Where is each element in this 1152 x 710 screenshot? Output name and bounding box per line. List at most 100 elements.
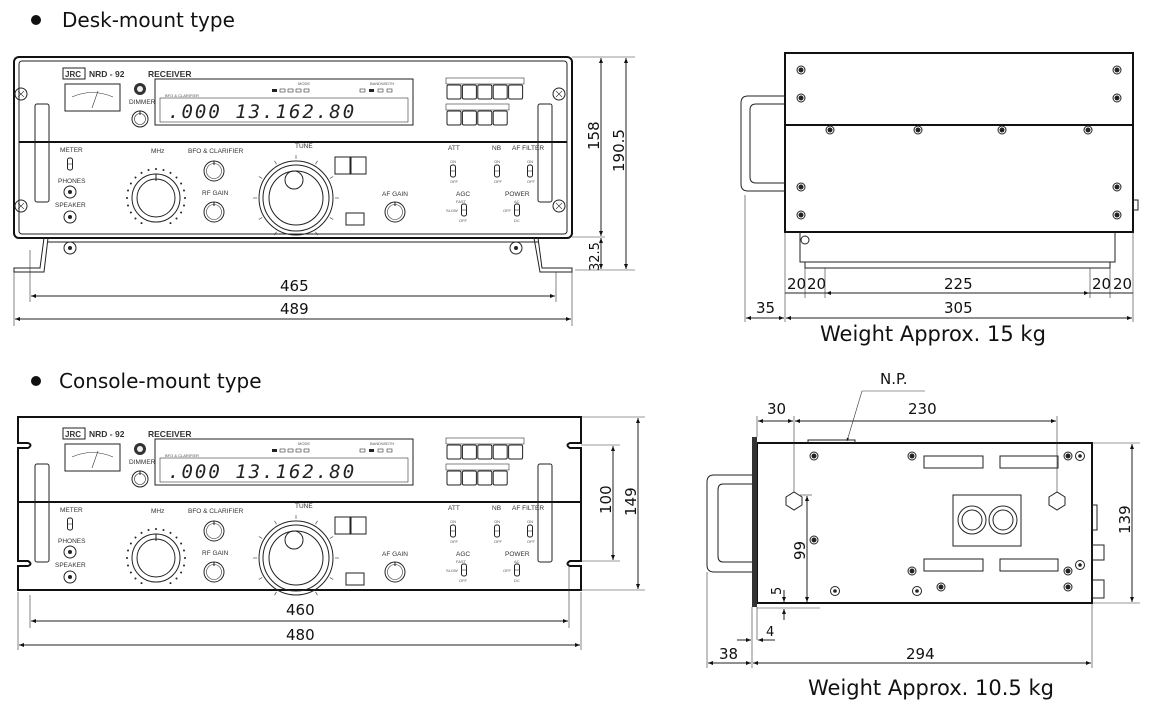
phones-jack[interactable] bbox=[63, 545, 77, 559]
tune-knob[interactable] bbox=[253, 155, 339, 236]
af-gain-knob[interactable] bbox=[384, 561, 406, 583]
console-weight: Weight Approx. 10.5 kg bbox=[808, 676, 1054, 700]
bandwidth-button[interactable] bbox=[477, 110, 493, 126]
screw-icon bbox=[997, 125, 1007, 135]
screw-icon bbox=[796, 210, 806, 220]
agc-switch[interactable] bbox=[461, 563, 467, 577]
rf-gain-label: RF GAIN bbox=[202, 550, 229, 557]
mode-button[interactable] bbox=[446, 444, 462, 460]
mode-indicator-label: MODE bbox=[298, 81, 310, 86]
att-switch[interactable] bbox=[450, 524, 456, 538]
dimmer-label: DIMMER bbox=[129, 99, 156, 106]
receiver-label: RECEIVER bbox=[148, 69, 191, 79]
bandwidth-button[interactable] bbox=[477, 470, 493, 486]
bandwidth-indicator bbox=[386, 448, 393, 453]
bandwidth-button[interactable] bbox=[461, 470, 477, 486]
power-off-label: OFF bbox=[503, 568, 512, 573]
speaker-jack[interactable] bbox=[63, 210, 77, 224]
console-side-view bbox=[706, 437, 1105, 607]
tune-rate-button[interactable] bbox=[334, 156, 351, 175]
screw-icon bbox=[796, 65, 806, 75]
mode-button[interactable] bbox=[508, 84, 524, 100]
mode-button[interactable] bbox=[492, 444, 508, 460]
bfo-clarifier-knob[interactable] bbox=[203, 160, 225, 182]
tune-rate-button[interactable] bbox=[334, 516, 351, 535]
af-filter-switch-off-label: OFF bbox=[527, 179, 536, 184]
rf-gain-knob[interactable] bbox=[203, 201, 225, 223]
dim-desk-seg1: 20 bbox=[787, 275, 806, 293]
mode-button[interactable] bbox=[477, 84, 493, 100]
bandwidth-indicator bbox=[377, 88, 384, 93]
meter-switch[interactable] bbox=[67, 157, 73, 171]
mode-button[interactable] bbox=[492, 84, 508, 100]
bandwidth-indicator-label: BANDWIDTH bbox=[370, 81, 394, 86]
bandwidth-button[interactable] bbox=[461, 110, 477, 126]
nb-switch[interactable] bbox=[494, 524, 500, 538]
bullet-icon bbox=[31, 15, 41, 25]
mhz-dial[interactable] bbox=[126, 528, 186, 585]
bfo-clarifier-knob[interactable] bbox=[203, 520, 225, 542]
screw-icon bbox=[809, 535, 819, 545]
tune-lock-button[interactable] bbox=[350, 156, 367, 175]
mode-button[interactable] bbox=[477, 444, 493, 460]
mhz-dial[interactable] bbox=[126, 168, 186, 225]
left-foot bbox=[13, 237, 49, 273]
meter-label: METER bbox=[60, 147, 83, 154]
screw-icon bbox=[936, 582, 946, 592]
power-switch[interactable] bbox=[514, 203, 520, 217]
af-gain-knob[interactable] bbox=[384, 201, 406, 223]
receiver-label: RECEIVER bbox=[148, 429, 191, 439]
dimmer-lamp bbox=[134, 443, 146, 455]
dim-desk-seg4: 20 bbox=[1113, 275, 1132, 293]
af-filter-switch[interactable] bbox=[527, 164, 533, 178]
mode-button[interactable] bbox=[446, 84, 462, 100]
phones-jack[interactable] bbox=[63, 185, 77, 199]
af-filter-switch[interactable] bbox=[527, 524, 533, 538]
nb-label: NB bbox=[492, 505, 501, 512]
bandwidth-button[interactable] bbox=[446, 470, 462, 486]
bullet-icon bbox=[31, 376, 41, 386]
mode-button[interactable] bbox=[461, 444, 477, 460]
right-handle bbox=[537, 103, 553, 203]
mode-indicator bbox=[303, 88, 310, 93]
tune-knob[interactable] bbox=[253, 515, 339, 596]
dim-console-total-height: 149 bbox=[622, 487, 640, 516]
power-switch[interactable] bbox=[514, 563, 520, 577]
rf-gain-label: RF GAIN bbox=[202, 190, 229, 197]
nb-switch[interactable] bbox=[494, 164, 500, 178]
dim-desk-total-width: 489 bbox=[280, 300, 309, 318]
dimmer-knob[interactable] bbox=[131, 470, 149, 488]
screw-icon bbox=[63, 241, 77, 255]
mode-button[interactable] bbox=[461, 84, 477, 100]
dim-console-front: 30 bbox=[767, 400, 786, 418]
rf-gain-knob[interactable] bbox=[203, 561, 225, 583]
bandwidth-button[interactable] bbox=[492, 470, 508, 486]
screw-icon bbox=[907, 451, 917, 461]
screw-icon bbox=[1063, 582, 1073, 592]
dimmer-knob[interactable] bbox=[131, 110, 149, 128]
mode-indicator bbox=[295, 448, 302, 453]
dim-desk-handle: 35 bbox=[756, 299, 775, 317]
agc-off-label: OFF bbox=[459, 218, 468, 223]
small-button[interactable] bbox=[345, 212, 365, 226]
tune-lock-button[interactable] bbox=[350, 516, 367, 535]
screw-icon bbox=[907, 566, 917, 576]
att-switch[interactable] bbox=[450, 164, 456, 178]
small-button[interactable] bbox=[345, 572, 365, 586]
screw-icon bbox=[796, 93, 806, 103]
screw-icon bbox=[1112, 182, 1122, 192]
nb-switch-on-label: ON bbox=[494, 519, 500, 524]
dim-console-height: 100 bbox=[597, 485, 615, 514]
mode-button[interactable] bbox=[508, 444, 524, 460]
agc-switch[interactable] bbox=[461, 203, 467, 217]
bandwidth-button[interactable] bbox=[492, 110, 508, 126]
screw-icon bbox=[1075, 451, 1085, 461]
speaker-jack[interactable] bbox=[63, 570, 77, 584]
meter-switch[interactable] bbox=[67, 517, 73, 531]
bandwidth-button[interactable] bbox=[446, 110, 462, 126]
phones-label: PHONES bbox=[58, 538, 86, 545]
desk-front-dimensions: 158 190.5 32.5 465 489 bbox=[13, 56, 635, 326]
display-frame bbox=[154, 78, 414, 126]
bandwidth-indicator bbox=[386, 88, 393, 93]
finger-spinner bbox=[284, 530, 304, 550]
